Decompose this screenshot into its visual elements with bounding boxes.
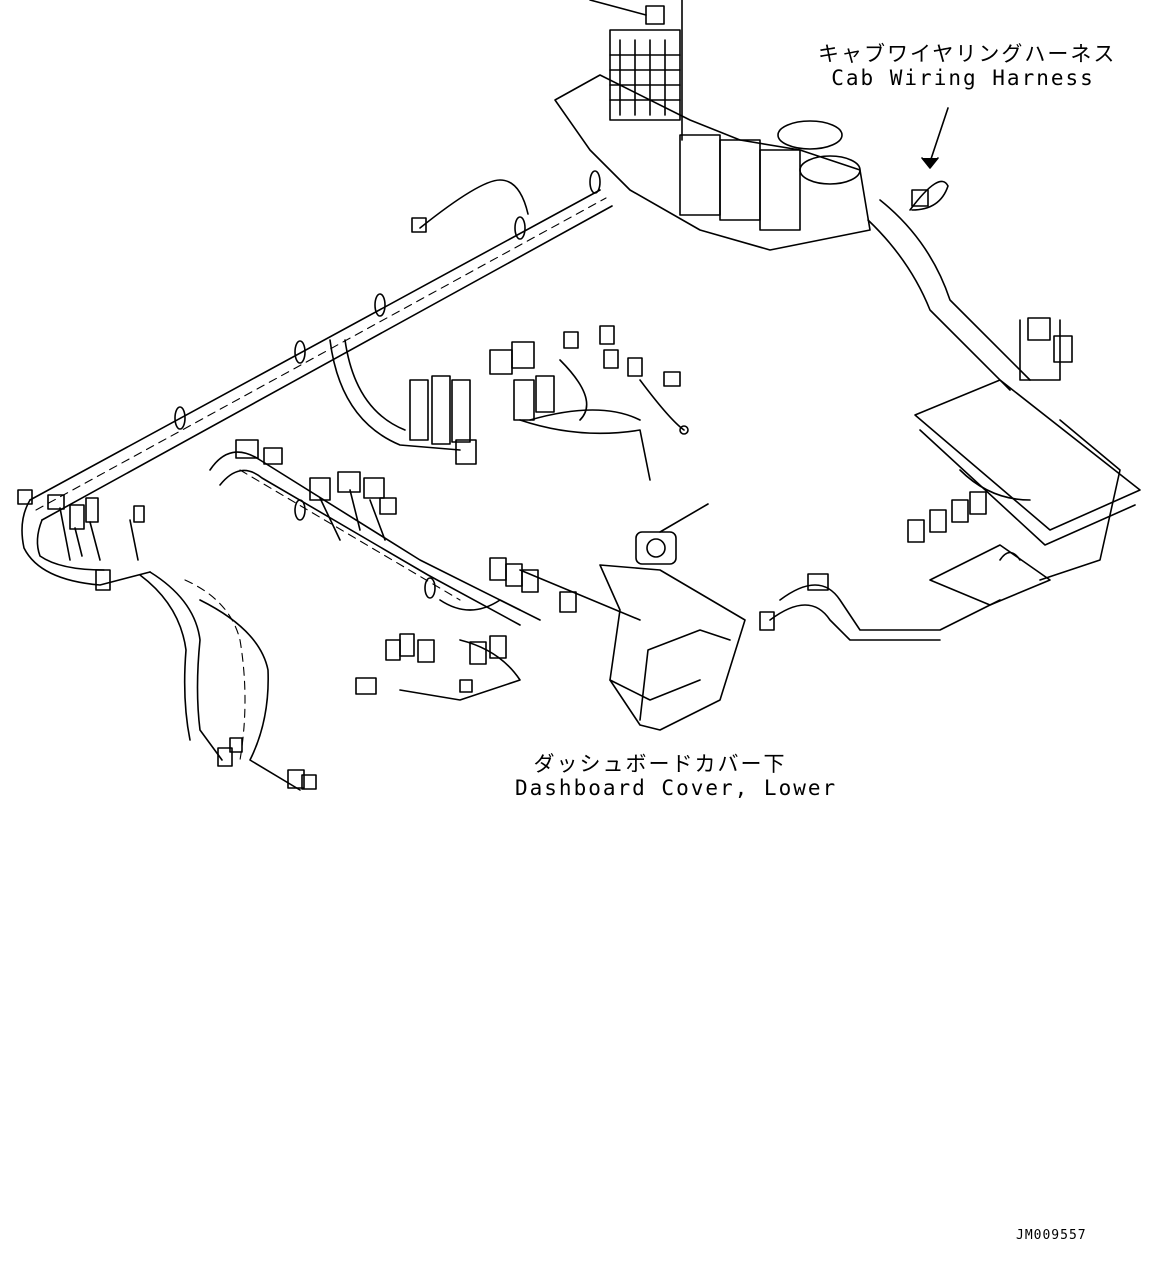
middle-harness-branch xyxy=(209,439,521,626)
dashboard-cover-lower-jp: ダッシュボードカバー下 xyxy=(533,752,787,776)
dashboard-cover-lower xyxy=(599,503,746,731)
main-harness-trunk xyxy=(29,170,613,521)
fuse-box-block xyxy=(554,0,871,251)
dashboard-cover-lower-callout: ダッシュボードカバー下 Dashboard Cover, Lower xyxy=(515,752,838,800)
right-harness-loop xyxy=(867,180,1073,391)
cab-wiring-harness-callout: キャブワイヤリングハーネス Cab Wiring Harness xyxy=(818,42,1117,90)
lower-mid-connectors xyxy=(355,557,641,701)
left-end-connectors xyxy=(17,489,151,591)
central-relay-cluster xyxy=(329,325,689,481)
floor-console-plate xyxy=(759,379,1141,641)
cab-wiring-harness-en: Cab Wiring Harness xyxy=(831,66,1095,90)
callout-leaders xyxy=(921,107,949,169)
upper-left-lead xyxy=(411,179,529,233)
dashboard-cover-lower-en: Dashboard Cover, Lower xyxy=(515,776,838,800)
cab-wiring-harness-jp: キャブワイヤリングハーネス xyxy=(818,42,1117,66)
lower-left-drops xyxy=(139,571,317,791)
drawing-number: JM009557 xyxy=(1016,1228,1087,1243)
